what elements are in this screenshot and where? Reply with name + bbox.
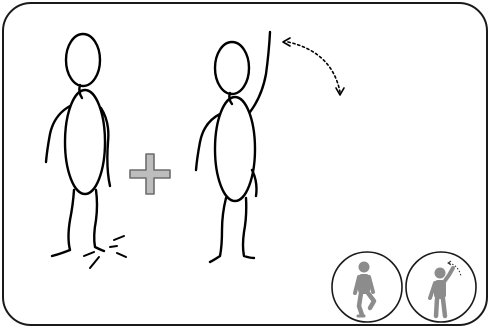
person-stomping-thumbnail-icon	[332, 252, 402, 322]
person-raising-arm-thumbnail-icon	[406, 252, 476, 322]
